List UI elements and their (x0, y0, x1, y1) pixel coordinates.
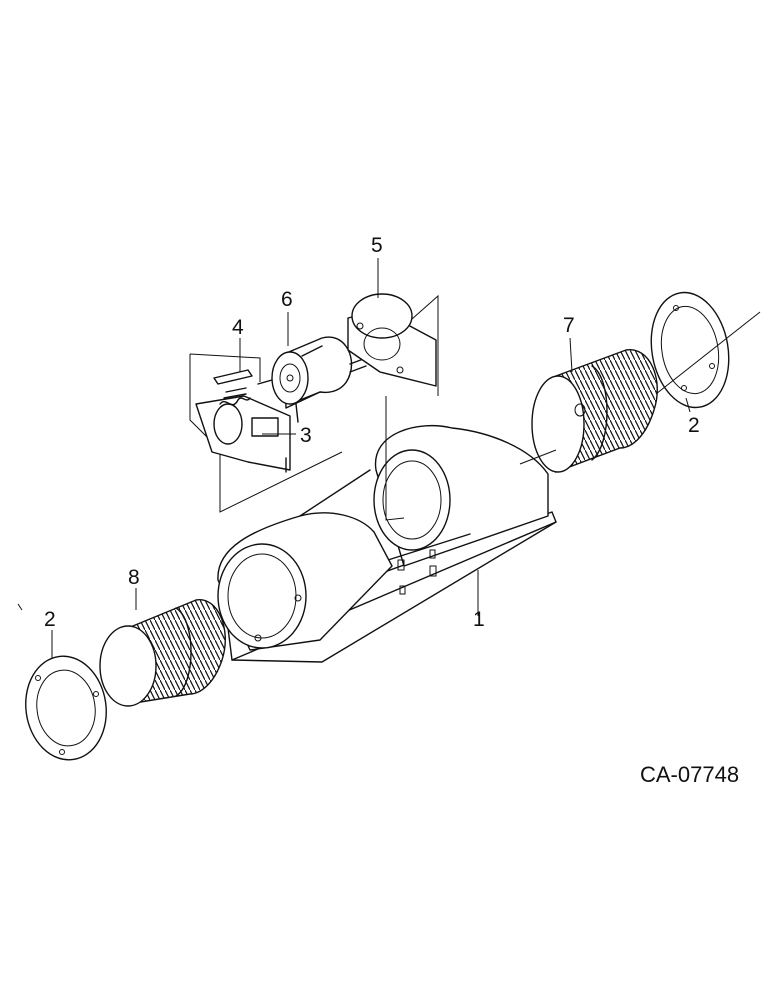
callout-7: 7 (563, 314, 575, 337)
blower-wheel-right (531, 349, 658, 474)
figure-id: CA-07748 (640, 762, 739, 787)
blower-motor (257, 336, 367, 423)
callout-8: 8 (128, 566, 140, 589)
callout-6: 6 (281, 288, 293, 311)
callout-4: 4 (232, 316, 244, 339)
assembly-lines (17, 311, 761, 611)
callout-1: 1 (473, 608, 485, 631)
callout-2-right: 2 (688, 414, 700, 437)
callout-3: 3 (300, 424, 312, 447)
mounting-ring-left (25, 655, 107, 761)
callout-5: 5 (371, 234, 383, 257)
motor-mount-bracket-right (347, 293, 439, 521)
leader-lines (51, 258, 691, 658)
blower-wheel-left (99, 599, 226, 707)
mounting-ring-right (650, 291, 730, 409)
blower-housing (217, 424, 557, 663)
motor-mount-bracket-left (189, 353, 343, 513)
brush-holder (213, 369, 253, 406)
callout-2-left: 2 (44, 608, 56, 631)
